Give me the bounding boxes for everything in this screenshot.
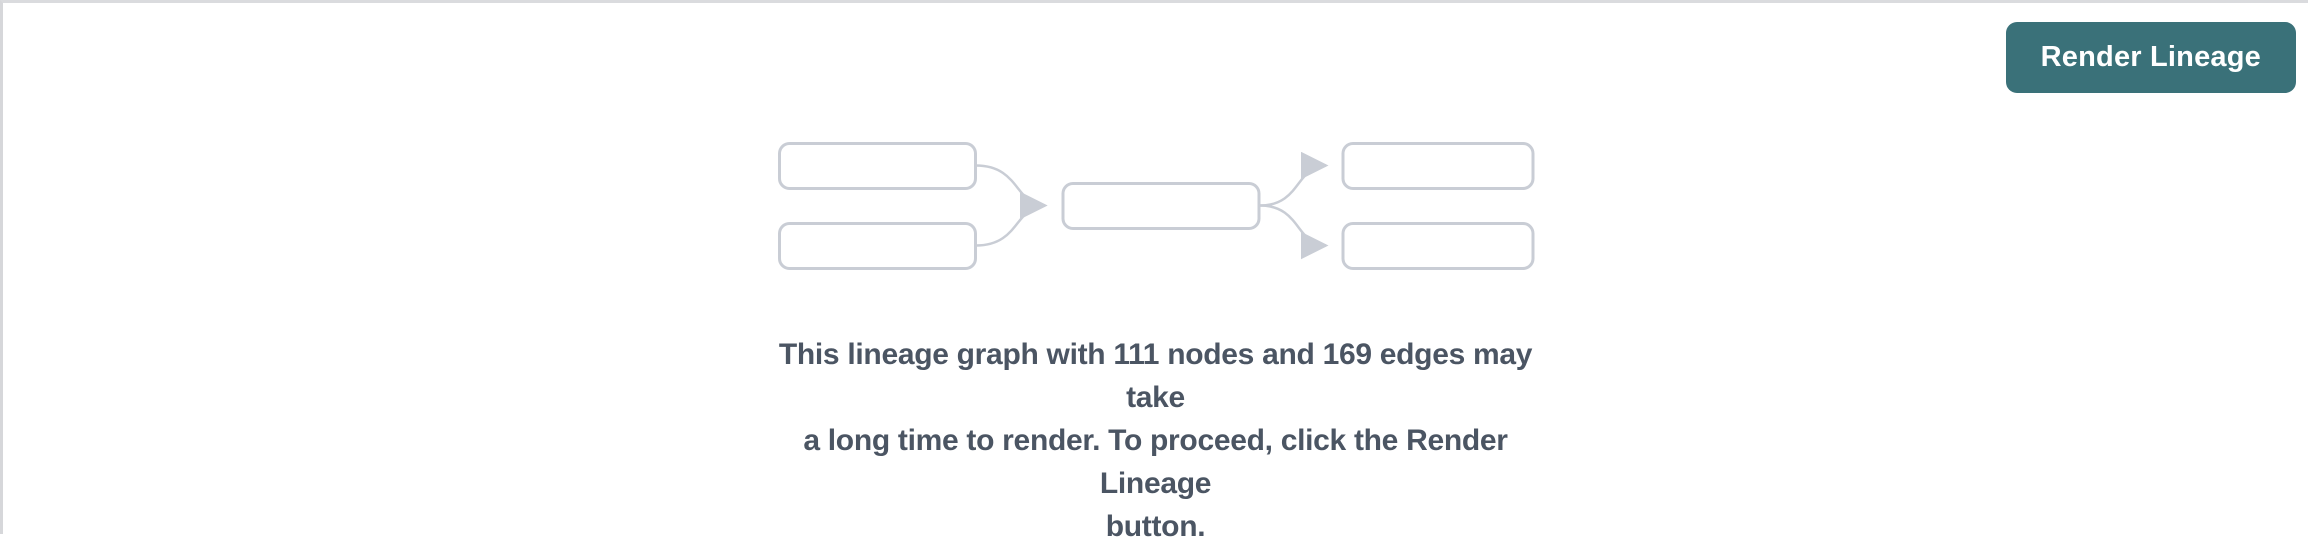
node-right-top [1341,142,1534,190]
node-right-bottom [1341,222,1534,270]
lineage-warning-message: This lineage graph with 111 nodes and 16… [751,333,1561,548]
message-line-3: button. [1105,510,1206,543]
lineage-placeholder-svg [777,142,1534,270]
lineage-placeholder-graphic [777,141,1535,271]
lineage-edges [975,151,1328,260]
message-line-2: a long time to render. To proceed, click… [803,424,1508,500]
lineage-nodes [777,142,1534,270]
node-left-bottom [777,222,977,270]
node-center [1061,182,1260,230]
message-line-1: This lineage graph with 111 nodes and 16… [778,338,1533,414]
render-lineage-button[interactable]: Render Lineage [2005,22,2296,93]
lineage-empty-state: This lineage graph with 111 nodes and 16… [751,141,1561,548]
node-left-top [777,142,977,190]
